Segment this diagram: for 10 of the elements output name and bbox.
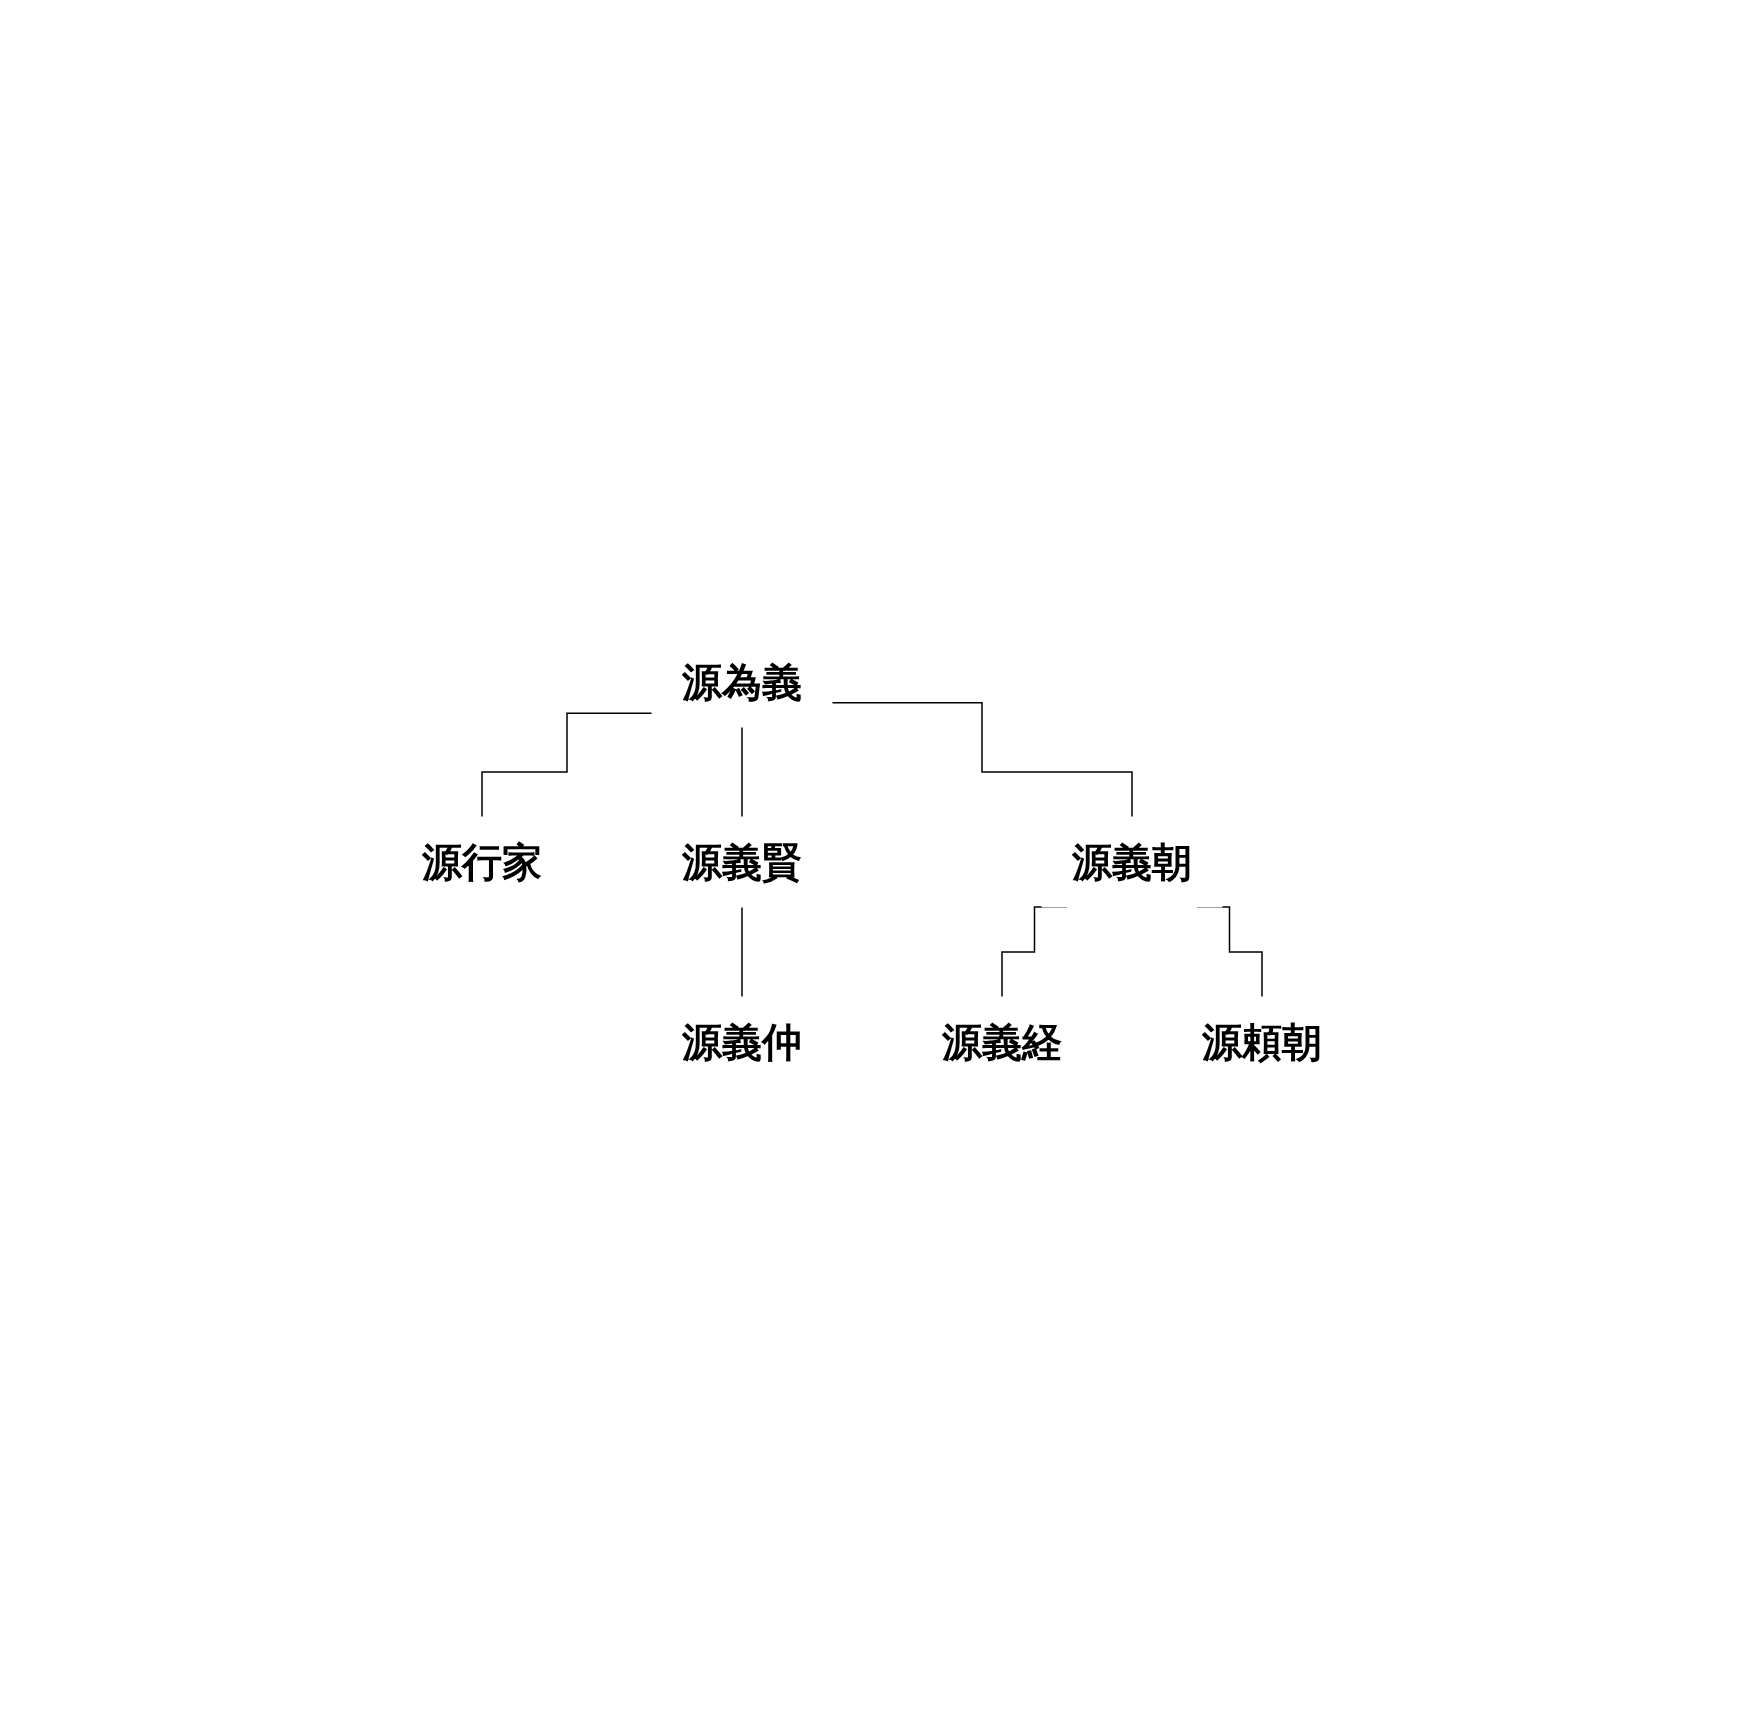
node-text: 源義賢	[681, 839, 802, 885]
connector	[830, 702, 1133, 818]
node-text: 源頼朝	[1201, 1019, 1322, 1065]
connector	[480, 712, 653, 818]
connector	[740, 906, 743, 998]
node-text: 源義仲	[681, 1019, 802, 1065]
connector	[740, 726, 743, 818]
node-text: 源行家	[421, 839, 542, 885]
node-text: 源義経	[941, 1019, 1062, 1065]
node-text: 源為義	[681, 659, 802, 705]
